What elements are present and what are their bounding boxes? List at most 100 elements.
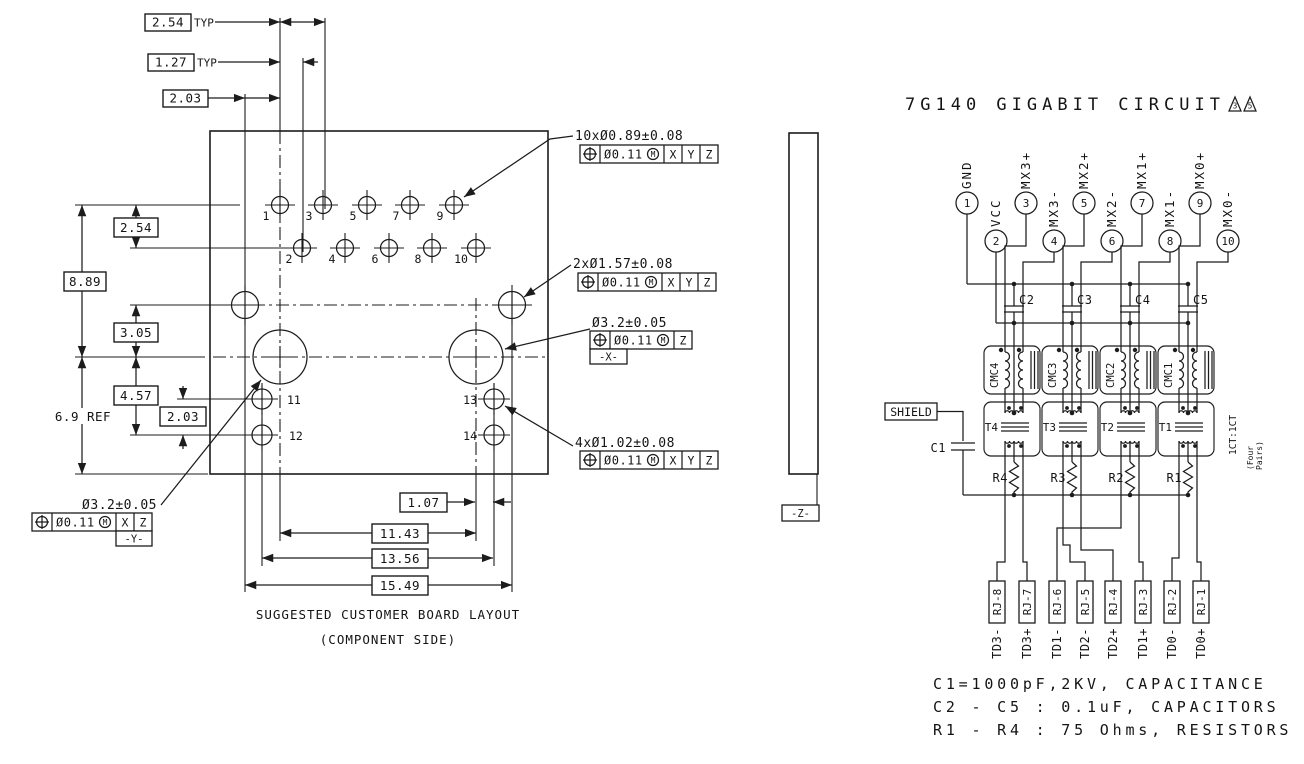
note-line: C1=1000pF,2KV, CAPACITANCE [933,675,1267,693]
cmc-label: CMC3 [1047,363,1059,388]
fcf-datum: Z [704,276,711,290]
pin-number: 6 [1109,235,1116,248]
component-labels: C2 C3 C4 C5 CMC4 CMC3 CMC2 CMC1 T4 T3 T2… [985,293,1208,485]
pin-number: 1 [964,197,971,210]
hole-label: 8 [415,252,422,266]
four-pairs-note-line1: (Four [1246,446,1255,470]
fcf-datum: X [670,454,677,468]
pin-number: 3 [1023,197,1030,210]
pin-number: 8 [1167,235,1174,248]
fcf-tolerance: Ø0.11 [602,276,641,290]
dim-value: 11.43 [380,526,420,541]
callout-datum-y-hole: Ø3.2±0.05 Ø0.11 M X Z -Y- [31,498,157,547]
datum-x-flag-box [589,348,628,365]
resistor-label: R4 [993,471,1008,485]
dim-value: 2.54 [152,15,184,30]
fcf-tolerance: Ø0.11 [614,334,653,348]
rj-pin-label: RJ-4 [1107,588,1120,615]
td-signal-label: TD2- [1078,628,1092,659]
dim-suffix: TYP [194,17,214,30]
datum-flag: -X- [599,352,618,364]
pin-name: MX2- [1104,189,1119,227]
output-routing [996,508,1202,581]
td-signal-label: TD2+ [1106,628,1120,659]
resistor-label: R3 [1051,471,1066,485]
hole-label: 1 [263,209,270,223]
pin-name: MX0- [1220,189,1235,227]
callout-small-holes: 10xØ0.89±0.08 Ø0.11 M X Y Z [575,129,719,164]
side-view-outline [788,132,819,475]
fcf-datum: Z [680,334,687,348]
note-flag-number: 3 [1233,102,1238,111]
hole-label: 2 [286,252,293,266]
hole-label: 5 [350,209,357,223]
mmc-modifier-icon [656,333,670,347]
callout-corner-holes: 4xØ1.02±0.08 Ø0.11 M X Y Z [575,436,719,470]
callout-label: 10xØ0.89±0.08 [575,129,683,144]
td-signal-label: TD3+ [1020,628,1034,659]
dim-suffix: TYP [197,57,217,70]
note-flag-3-icon: 3 [1228,95,1242,112]
transformer-label: T1 [1159,421,1172,434]
hole-numbers: 1 2 3 4 5 6 7 8 9 10 11 12 13 14 [263,209,478,443]
pin-name: MX1- [1162,189,1177,227]
dim-value: 15.49 [380,578,420,593]
position-tolerance-icon [35,515,49,529]
board-caption-line2: (COMPONENT SIDE) [320,632,456,647]
hole-label: 10 [454,252,468,266]
dim-value: 3.05 [120,325,152,340]
transformer-label: T3 [1043,421,1056,434]
rj-pin-label: RJ-1 [1195,589,1208,616]
pin-number: 7 [1139,197,1146,210]
cmc-label: CMC4 [989,363,1001,388]
cmc-label: CMC1 [1163,363,1175,388]
board-layout-view: 1 2 3 4 5 6 7 8 9 10 11 12 13 14 [31,13,719,647]
capacitor-label: C2 [1019,293,1034,307]
component-notes: C1=1000pF,2KV, CAPACITANCE C2 - C5 : 0.1… [933,675,1292,739]
c1-label: C1 [931,441,946,455]
pin-name: MX3- [1046,189,1061,227]
datum-flag: -Z- [791,508,810,520]
power-pins-and-buses [955,191,1188,324]
note-flag-5-icon: 5 [1243,95,1257,112]
td-signal-label: TD1- [1050,628,1064,659]
hole-label: 14 [463,429,477,443]
pin-name: MX1+ [1134,151,1149,189]
dimension-values: 2.54 TYP 1.27 TYP 2.03 2.54 8.89 3.05 4.… [52,13,448,596]
td-signal-label: TD0+ [1194,628,1208,659]
callout-leaders [160,135,591,506]
four-pairs-note-line2: Pairs) [1255,441,1264,470]
rj-connector-pins: RJ-8 TD3- RJ-7 TD3+ RJ-6 TD1- RJ-5 TD2- … [988,580,1210,659]
hole-label: 6 [372,252,379,266]
dim-value: 13.56 [380,551,420,566]
datum-flag: -Y- [125,534,144,546]
transformer-label: T4 [985,421,999,434]
note-line: R1 - R4 : 75 Ohms, RESISTORS [933,721,1292,739]
fcf-datum: Z [706,148,713,162]
pin-name: GND [959,160,974,189]
transformer-ratio-note: 1CT:1CT [1228,415,1239,455]
pin-name: MX2+ [1076,151,1091,189]
callout-label: 4xØ1.02±0.08 [575,436,675,451]
note-line: C2 - C5 : 0.1uF, CAPACITORS [933,698,1279,716]
mmc-modifier-icon [644,275,658,289]
fcf-datum: Z [140,516,147,530]
fcf-datum: X [668,276,675,290]
mmc-letter: M [651,150,656,159]
dim-value: 8.89 [69,274,101,289]
hole-label: 7 [393,209,400,223]
board-caption-line1: SUGGESTED CUSTOMER BOARD LAYOUT [256,607,520,622]
pin-name: VCC [988,198,1003,227]
hole-label: 13 [463,393,477,407]
fcf-datum: Z [706,454,713,468]
resistor-label: R1 [1167,471,1182,485]
mmc-modifier-icon [98,515,112,529]
pin-names: GND VCC MX3+ MX3- MX2+ MX2- MX1+ MX1- MX… [959,151,1235,227]
fcf-tolerance: Ø0.11 [604,454,643,468]
dim-value: 1.07 [407,495,439,510]
shield-label: SHIELD [890,405,932,419]
board-holes [224,189,533,452]
extension-lines [75,18,545,592]
mmc-letter: M [103,518,108,527]
